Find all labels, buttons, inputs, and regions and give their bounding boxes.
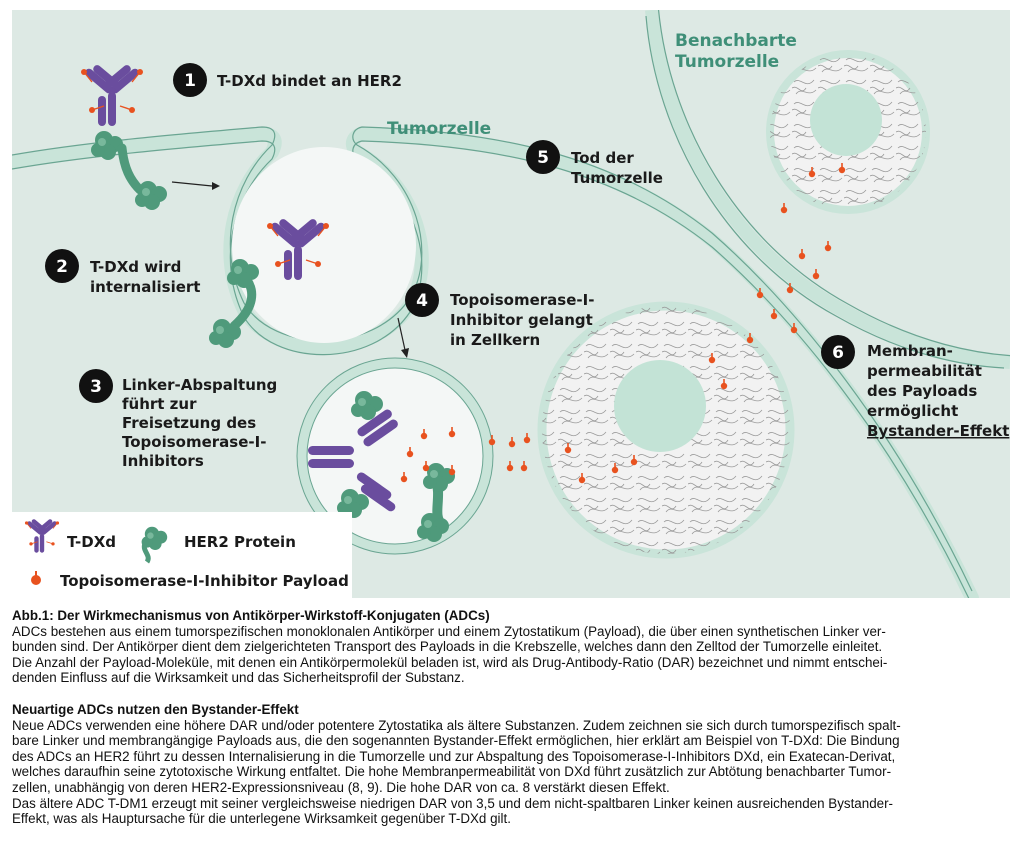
svg-text:internalisiert: internalisiert [90,278,200,296]
step-2: 2 T-DXd wird internalisiert [45,249,200,296]
caption-p2-line: zellen, unabhängig von deren HER2-Expres… [12,779,670,795]
tumor-cell-label: Tumorzelle [387,119,491,139]
caption-p2-line: Das ältere ADC T-DM1 erzeugt mit seiner … [12,795,894,811]
svg-text:permeabilität: permeabilität [867,362,982,380]
svg-text:Topoisomerase-I-: Topoisomerase-I- [122,433,266,451]
figure-caption: Abb.1: Der Wirkmechanismus von Antikörpe… [12,608,1012,827]
svg-text:Linker-Abspaltung: Linker-Abspaltung [122,376,277,394]
legend: T-DXd HER2 Protein Topoisomerase-I-Inhib… [12,512,352,598]
caption-p2-line: des ADCs an HER2 führt zu dessen Interna… [12,748,896,764]
svg-text:3: 3 [90,377,102,397]
svg-text:Tod der: Tod der [571,149,634,167]
legend-payload-label: Topoisomerase-I-Inhibitor Payload [60,572,349,590]
legend-payload-icon [31,571,41,585]
caption-p2-line: welches daraufhin seine zytotoxische Wir… [12,764,892,780]
neighbor-cell-membrane [645,10,1010,369]
caption-title-2: Neuartige ADCs nutzen den Bystander-Effe… [12,701,299,717]
svg-text:T-DXd bindet an HER2: T-DXd bindet an HER2 [217,72,402,90]
svg-text:führt zur: führt zur [122,395,197,413]
svg-text:Membran-: Membran- [867,342,953,360]
tumor-nucleolus [614,360,706,452]
caption-p2-line: Effekt, was als Hauptursache für die unt… [12,811,511,827]
adc-mechanism-diagram: Tumorzelle Benachbarte Tumorzelle 1 T-DX… [12,10,1010,598]
arrow-degradation [397,317,406,351]
svg-text:Tumorzelle: Tumorzelle [571,169,663,187]
arrow-internalization [171,181,213,187]
caption-p1-line: denden Einfluss auf die Wirksamkeit und … [12,670,465,686]
step-5: 5 Tod der Tumorzelle [526,140,663,187]
step-4: 4 Topoisomerase-I- Inhibitor gelangt in … [405,283,594,349]
svg-text:Bystander-Effekt: Bystander-Effekt [867,422,1009,440]
svg-text:Inhibitor gelangt: Inhibitor gelangt [450,311,593,329]
caption-p2-line: Neue ADCs verwenden eine höhere DAR und/… [12,717,901,733]
svg-text:6: 6 [832,343,844,363]
cleaved-antibody [308,409,398,512]
svg-text:ermöglicht: ermöglicht [867,402,958,420]
legend-her2-label: HER2 Protein [184,533,296,551]
legend-tdxd-label: T-DXd [67,533,116,551]
svg-text:Topoisomerase-I-: Topoisomerase-I- [450,291,594,309]
caption-p1-line: ADCs bestehen aus einem tumorspezifische… [12,623,886,639]
endosome [232,147,416,343]
svg-text:des Payloads: des Payloads [867,382,977,400]
neighbor-cell-label-line1: Benachbarte [675,31,797,51]
caption-title-1: Abb.1: Der Wirkmechanismus von Antikörpe… [12,608,490,623]
svg-text:1: 1 [184,71,196,91]
caption-p1-line: Die Anzahl der Payload-Moleküle, mit den… [12,654,888,670]
svg-text:Freisetzung des: Freisetzung des [122,414,256,432]
step-3: 3 Linker-Abspaltung führt zur Freisetzun… [79,369,277,470]
step-6: 6 Membran- permeabilität des Payloads er… [821,335,1009,440]
svg-text:5: 5 [537,148,549,168]
svg-text:T-DXd wird: T-DXd wird [90,258,181,276]
neighbor-nucleolus [810,84,882,156]
step-1: 1 T-DXd bindet an HER2 [173,63,402,97]
caption-p2-line: bare Linker und membrangängige Payloads … [12,733,900,749]
svg-text:2: 2 [56,257,68,277]
neighbor-cell-label-line2: Tumorzelle [675,52,779,72]
svg-text:4: 4 [416,291,428,311]
caption-p1-line: bunden sind. Der Antikörper dient dem zi… [12,639,883,655]
svg-text:in Zellkern: in Zellkern [450,331,540,349]
svg-text:Inhibitors: Inhibitors [122,452,204,470]
